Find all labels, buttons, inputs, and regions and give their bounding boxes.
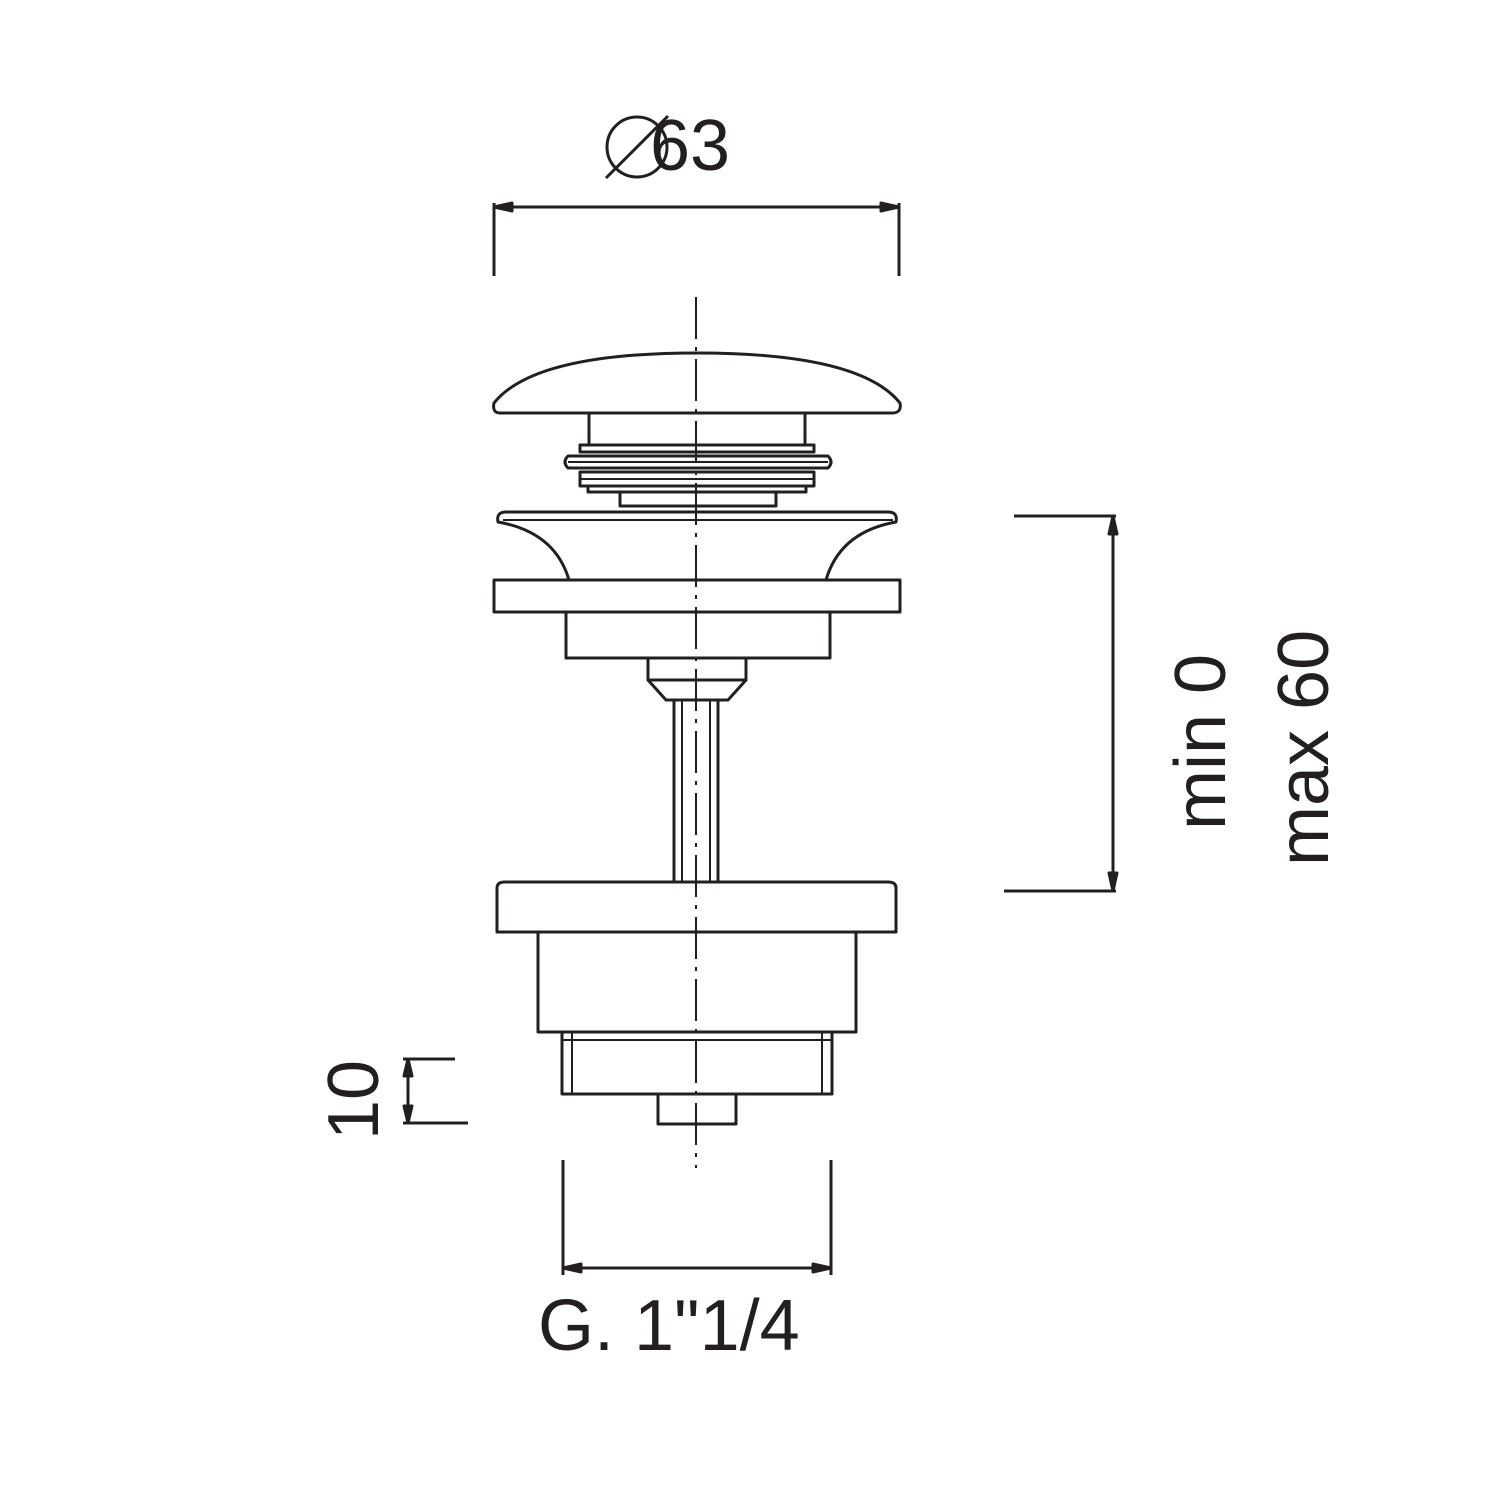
height-label: 10 <box>314 1059 394 1140</box>
thread-dimension <box>561 1160 833 1275</box>
adjust-max-label: max 60 <box>1264 629 1344 866</box>
cap <box>492 351 902 415</box>
rod <box>672 698 720 884</box>
adjust-dimension <box>1004 514 1119 893</box>
collar <box>564 610 832 660</box>
thread-ring <box>563 443 833 508</box>
thread-size-label: G. 1"1/4 <box>538 1286 800 1366</box>
adjust-min-label: min 0 <box>1161 653 1241 830</box>
bottom-pin <box>656 1092 738 1126</box>
diameter-label: 63 <box>650 106 731 186</box>
height-dimension <box>402 1057 468 1125</box>
diameter-dimension <box>492 201 901 276</box>
lower-plate <box>495 880 898 934</box>
hex-nut <box>646 656 748 702</box>
diameter-symbol <box>604 114 670 180</box>
